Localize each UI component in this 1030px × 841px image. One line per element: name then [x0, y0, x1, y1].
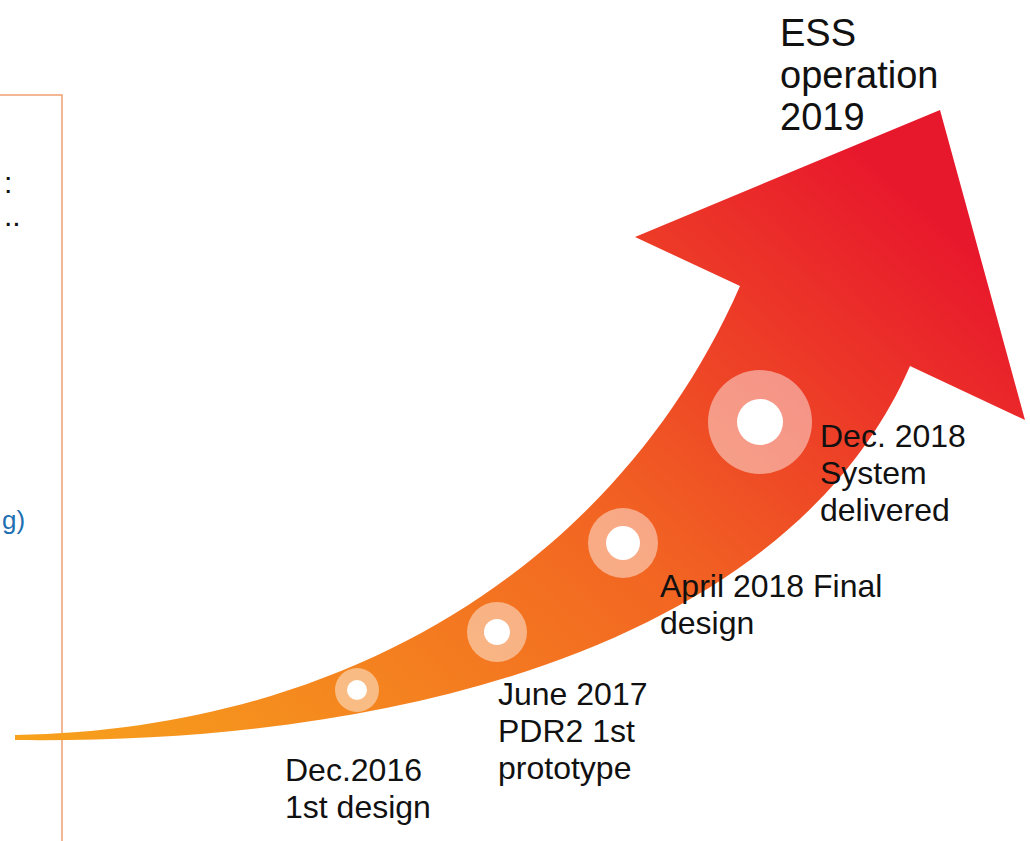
milestone-label: Dec. 2018 System delivered	[820, 418, 1025, 529]
panel-border	[0, 95, 62, 841]
cut-text: :	[4, 165, 44, 200]
cut-text: g)	[2, 505, 52, 535]
cut-text: ..	[4, 198, 44, 233]
milestone-label: June 2017 PDR2 1st prototype	[498, 676, 718, 787]
milestone-label: Dec.2016 1st design	[285, 752, 465, 826]
milestone-dots	[335, 370, 812, 712]
arrow-band	[15, 110, 1025, 740]
goal-label: ESS operation 2019	[780, 12, 980, 138]
milestone-label: April 2018 Final design	[660, 568, 900, 642]
